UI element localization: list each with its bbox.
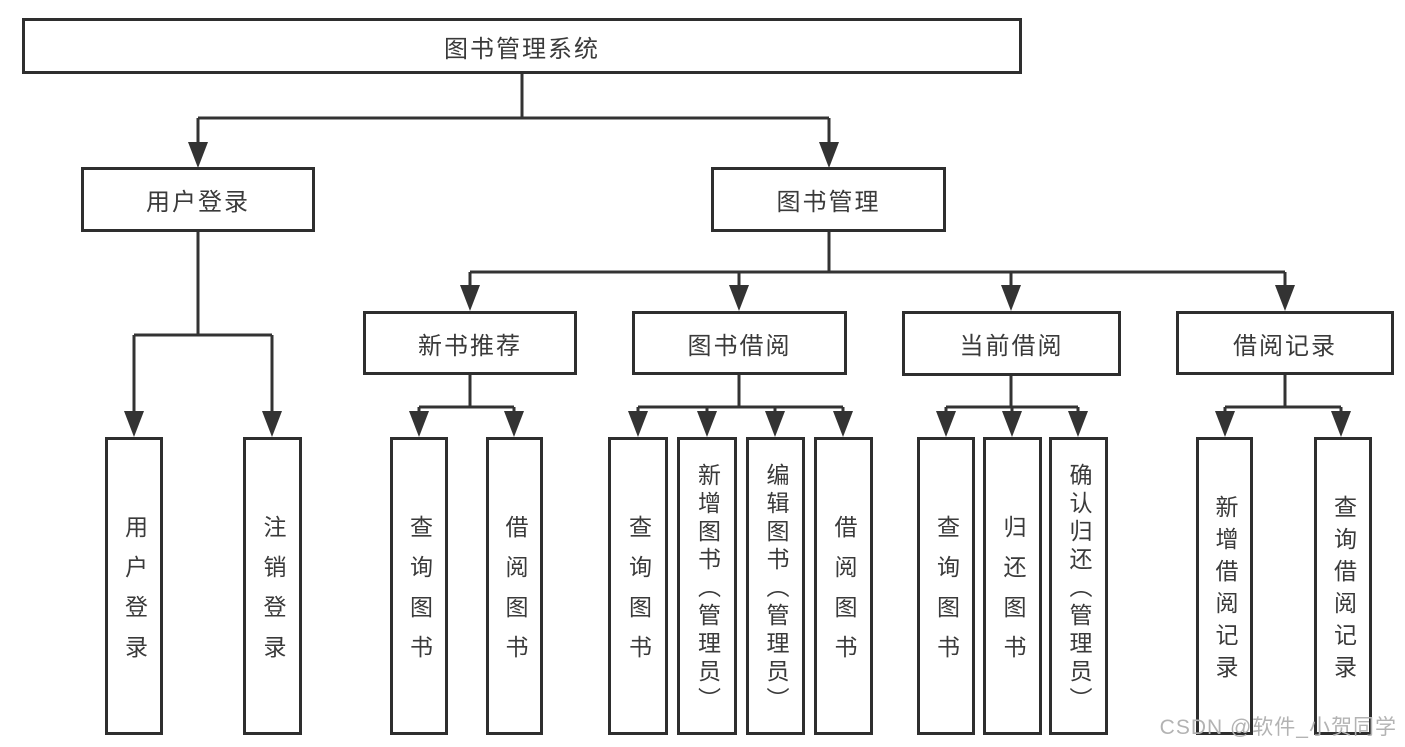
arrowhead <box>1002 411 1022 437</box>
leaf-label: 注销登录 <box>260 514 286 675</box>
leaf-label: 查询借阅记录 <box>1330 494 1357 687</box>
leaf-label: 确认归还（管理员） <box>1066 462 1092 715</box>
leaf-logout: 注销登录 <box>243 437 302 735</box>
leaf-label: 归还图书 <box>1000 514 1026 675</box>
node-borrow-records: 借阅记录 <box>1176 311 1394 375</box>
leaf-query-books-2: 查询图书 <box>608 437 668 735</box>
leaf-query-borrow-record: 查询借阅记录 <box>1314 437 1372 735</box>
arrowhead <box>409 411 429 437</box>
leaf-borrow-books-2: 借阅图书 <box>814 437 873 735</box>
leaf-label: 借阅图书 <box>502 514 528 675</box>
node-current-borrow: 当前借阅 <box>902 311 1121 376</box>
arrowhead <box>765 411 785 437</box>
leaf-label: 用户登录 <box>121 514 148 675</box>
arrowhead <box>833 411 853 437</box>
arrowhead <box>1001 285 1021 311</box>
leaf-label: 查询图书 <box>625 514 652 675</box>
leaf-label: 查询图书 <box>933 514 960 675</box>
arrowhead <box>729 285 749 311</box>
leaf-add-books-admin: 新增图书（管理员） <box>677 437 737 735</box>
leaf-label: 编辑图书（管理员） <box>763 462 789 715</box>
leaf-label: 新增图书（管理员） <box>694 462 721 715</box>
leaf-return-books: 归还图书 <box>983 437 1042 735</box>
arrowhead <box>124 411 144 437</box>
leaf-user-login: 用户登录 <box>105 437 163 735</box>
arrowhead <box>188 142 208 168</box>
arrowhead <box>1068 411 1088 437</box>
leaf-label: 借阅图书 <box>831 514 857 675</box>
node-user-login: 用户登录 <box>81 167 315 232</box>
arrowhead <box>1275 285 1295 311</box>
leaf-label: 新增借阅记录 <box>1212 494 1238 687</box>
node-book-borrow: 图书借阅 <box>632 311 847 375</box>
leaf-edit-books-admin: 编辑图书（管理员） <box>746 437 805 735</box>
leaf-label: 查询图书 <box>406 514 433 675</box>
arrowhead <box>936 411 956 437</box>
leaf-query-books-1: 查询图书 <box>390 437 448 735</box>
node-book-management: 图书管理 <box>711 167 946 232</box>
arrowhead <box>628 411 648 437</box>
arrowhead <box>819 142 839 168</box>
arrowhead <box>1215 411 1235 437</box>
csdn-watermark: CSDN @软件_小贺同学 <box>1159 716 1397 739</box>
node-new-book-recommend: 新书推荐 <box>363 311 577 375</box>
arrowhead <box>460 285 480 311</box>
arrowhead <box>504 411 524 437</box>
node-library-system: 图书管理系统 <box>22 18 1022 74</box>
leaf-borrow-books-1: 借阅图书 <box>486 437 543 735</box>
leaf-query-books-3: 查询图书 <box>917 437 975 735</box>
leaf-add-borrow-record: 新增借阅记录 <box>1196 437 1253 735</box>
leaf-confirm-return-admin: 确认归还（管理员） <box>1049 437 1108 735</box>
arrowhead <box>1331 411 1351 437</box>
arrowhead <box>262 411 282 437</box>
arrowhead <box>697 411 717 437</box>
